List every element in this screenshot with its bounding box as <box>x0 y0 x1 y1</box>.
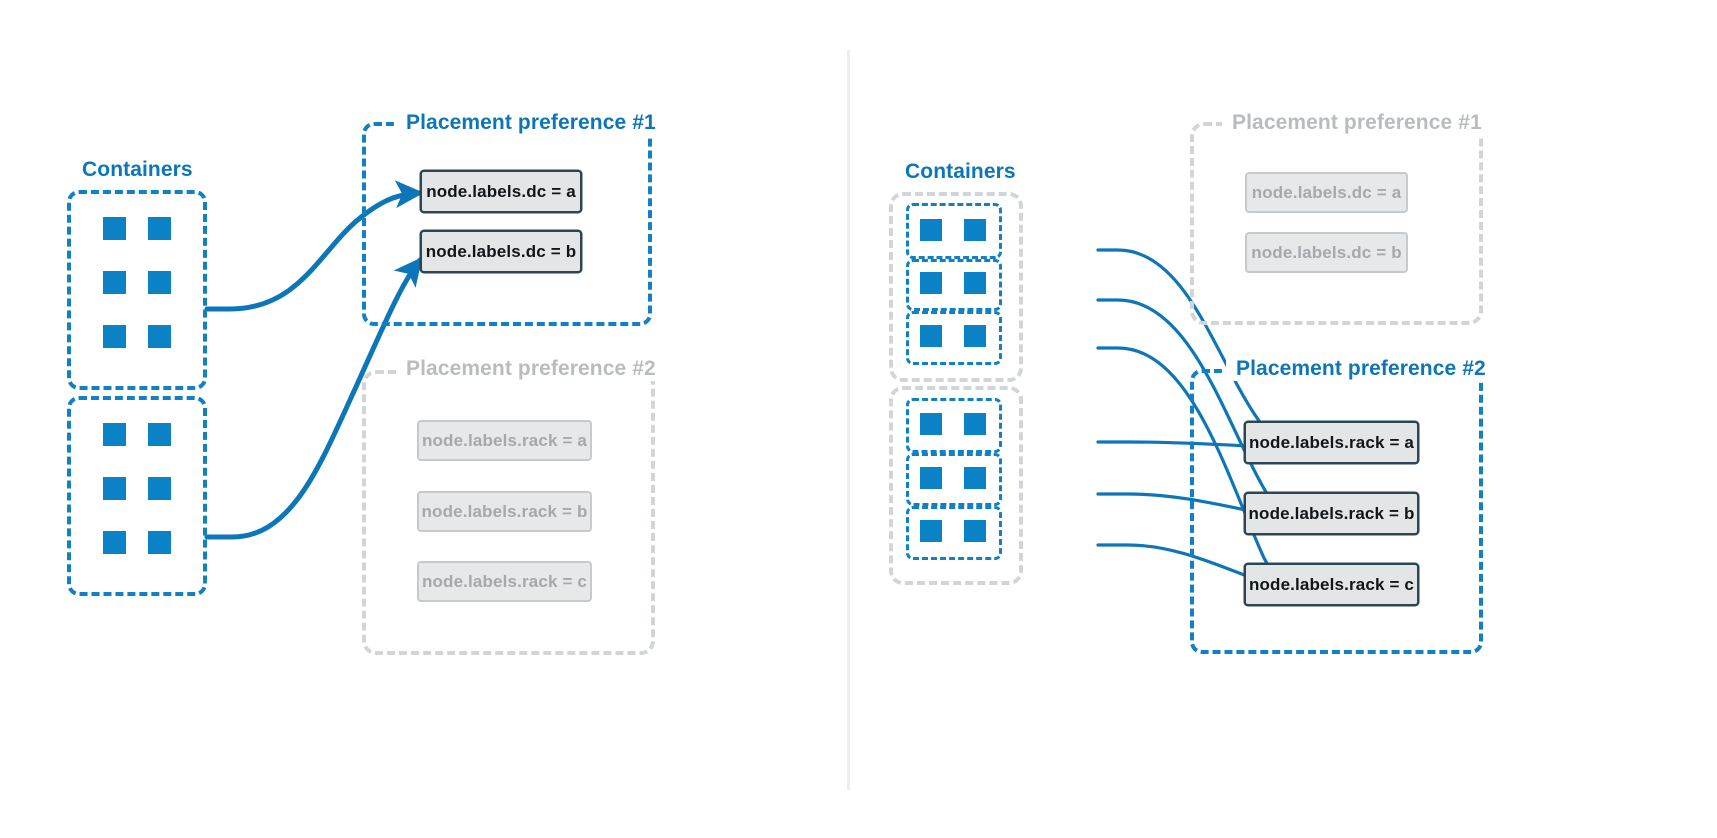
container-square <box>103 531 126 554</box>
container-square <box>920 413 942 435</box>
right-containers-label: Containers <box>905 160 1016 183</box>
right-container-group-1-outer <box>889 192 1023 382</box>
container-square <box>103 217 126 240</box>
container-square <box>148 325 171 348</box>
container-square <box>920 325 942 347</box>
container-square <box>148 271 171 294</box>
right-preference-1-title: Placement preference #1 <box>1222 111 1492 135</box>
left-rule-dc-a[interactable]: node.labels.dc = a <box>420 170 582 213</box>
panel-divider <box>847 50 850 790</box>
container-square <box>964 272 986 294</box>
container-square <box>103 477 126 500</box>
arrow-group2-to-dc-b <box>204 256 423 540</box>
right-container-row-1 <box>906 203 1002 259</box>
right-preference-2-title: Placement preference #2 <box>1226 357 1496 381</box>
container-square <box>148 423 171 446</box>
container-square <box>964 325 986 347</box>
left-containers-label: Containers <box>82 158 193 181</box>
left-preference-1-title: Placement preference #1 <box>396 111 666 135</box>
container-square <box>920 467 942 489</box>
right-rule-dc-b[interactable]: node.labels.dc = b <box>1245 232 1408 273</box>
container-square <box>148 477 171 500</box>
container-square <box>148 531 171 554</box>
container-square <box>964 520 986 542</box>
right-preference-1-frame <box>1190 122 1483 325</box>
container-square <box>148 217 171 240</box>
container-square <box>920 272 942 294</box>
right-container-group-2-outer <box>889 386 1023 585</box>
left-preference-1-frame <box>362 122 652 326</box>
left-rule-rack-c[interactable]: node.labels.rack = c <box>417 561 592 602</box>
left-connectors <box>204 180 424 540</box>
right-container-row-2 <box>906 259 1002 311</box>
container-square <box>964 467 986 489</box>
container-square <box>103 271 126 294</box>
left-rule-rack-a[interactable]: node.labels.rack = a <box>417 420 592 461</box>
container-square <box>964 413 986 435</box>
container-square <box>920 219 942 241</box>
left-rule-rack-b[interactable]: node.labels.rack = b <box>417 491 592 532</box>
right-container-row-5 <box>906 453 1002 506</box>
arrow-group1-to-dc-a <box>204 180 424 312</box>
container-square <box>964 219 986 241</box>
left-container-group-2 <box>67 396 207 596</box>
right-rule-rack-b[interactable]: node.labels.rack = b <box>1244 492 1419 535</box>
left-rule-dc-b[interactable]: node.labels.dc = b <box>420 230 582 273</box>
right-rule-rack-a[interactable]: node.labels.rack = a <box>1244 421 1419 464</box>
left-container-group-1 <box>67 190 207 390</box>
right-container-row-3 <box>906 311 1002 365</box>
container-square <box>920 520 942 542</box>
left-preference-2-title: Placement preference #2 <box>396 357 666 381</box>
container-square <box>103 325 126 348</box>
container-square <box>103 423 126 446</box>
right-rule-dc-a[interactable]: node.labels.dc = a <box>1245 172 1408 213</box>
right-rule-rack-c[interactable]: node.labels.rack = c <box>1244 563 1419 606</box>
right-container-row-6 <box>906 506 1002 560</box>
right-container-row-4 <box>906 398 1002 453</box>
